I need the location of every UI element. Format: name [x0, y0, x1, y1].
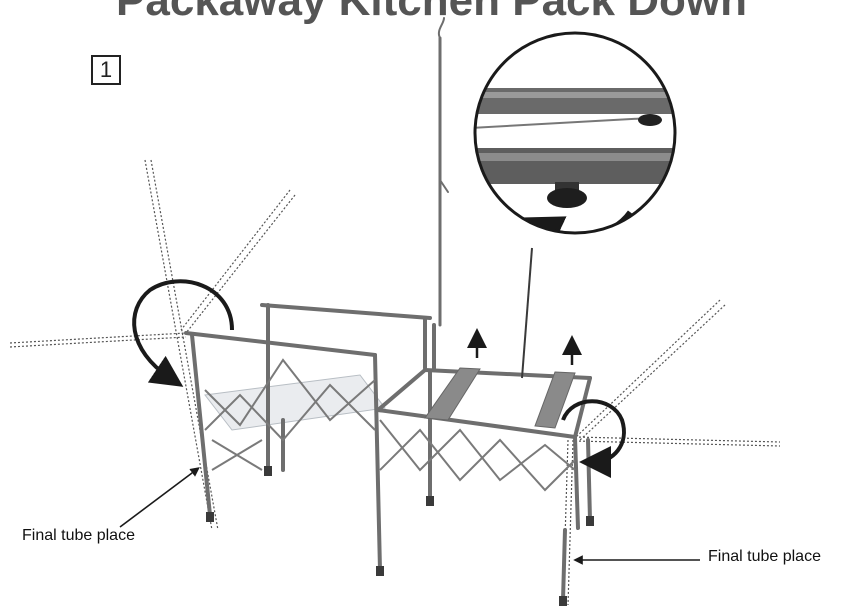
frame-feet: [206, 466, 594, 606]
table-slats: [424, 367, 576, 429]
mesh-shelf: [204, 374, 386, 431]
final-tube-place-label-left: Final tube place: [22, 527, 135, 544]
lantern-pole: [432, 17, 449, 370]
magnifier-connector: [521, 247, 533, 379]
label-leader-lines: [119, 467, 700, 565]
magnified-detail: [475, 33, 675, 233]
rotation-arrows: [132, 279, 626, 478]
step-number-badge: 1: [91, 55, 121, 85]
magnifier-ring: [473, 31, 677, 235]
table-frame: [184, 303, 592, 602]
final-tube-place-label-right: Final tube place: [708, 548, 821, 565]
page-title: Packaway Kitchen Pack Down: [116, 0, 747, 25]
lift-arrows: [467, 328, 582, 365]
cross-braces: [204, 358, 576, 492]
